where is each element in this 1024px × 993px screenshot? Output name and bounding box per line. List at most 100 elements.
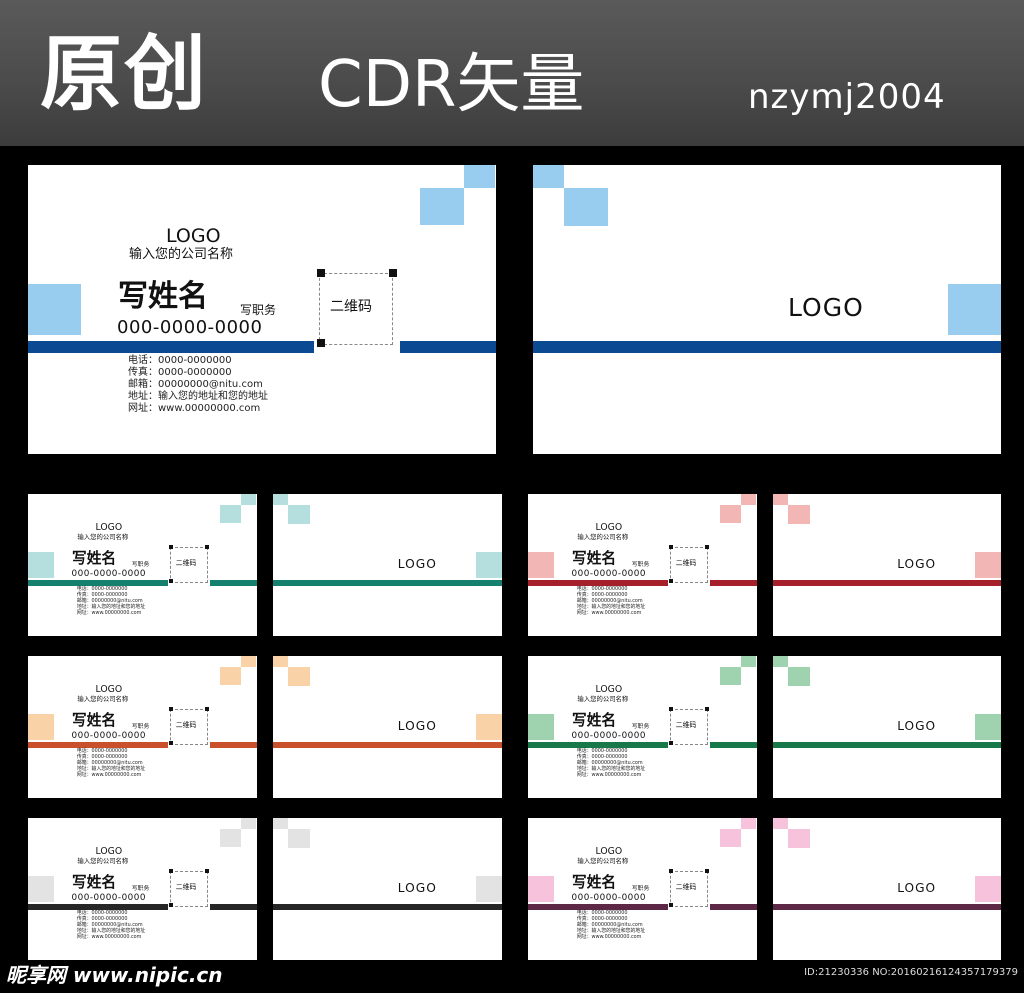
contact-line: 传真：0000-0000000 (76, 592, 128, 599)
qr-corner-marker (317, 269, 325, 277)
qr-label: 二维码 (175, 720, 197, 729)
qr-corner-marker (317, 339, 325, 347)
accent-bar (28, 580, 257, 587)
decor-square (719, 505, 742, 524)
decor-square (464, 165, 495, 188)
contact-line: 邮箱：00000000@nitu.com (76, 922, 143, 929)
company-name: 输入您的公司名称 (577, 534, 629, 542)
job-title: 写职务 (131, 885, 150, 892)
decor-square (528, 552, 554, 578)
qr-corner-marker (669, 707, 674, 712)
logo-text: LOGO (397, 556, 437, 571)
qr-corner-marker (169, 869, 174, 874)
decor-square (476, 552, 502, 578)
contact-line: 邮箱：00000000@nitu.com (128, 379, 263, 390)
qr-box (667, 545, 711, 587)
decor-square (773, 818, 789, 830)
qr-corner-marker (704, 545, 709, 550)
job-title: 写职务 (131, 561, 150, 568)
decor-square (975, 876, 1001, 902)
logo-text: LOGO (595, 684, 623, 696)
qr-box (167, 707, 211, 749)
decor-square (476, 714, 502, 740)
contact-line: 网址：www.00000000.com (576, 771, 642, 778)
logo-text: LOGO (95, 846, 123, 858)
company-name: 输入您的公司名称 (577, 858, 629, 866)
logo-text: LOGO (595, 522, 623, 534)
qr-corner-marker (389, 269, 397, 277)
qr-placeholder (319, 273, 393, 345)
decor-square (28, 552, 54, 578)
decor-square (288, 829, 310, 848)
contact-line: 邮箱：00000000@nitu.com (576, 760, 643, 767)
contact-line: 邮箱：00000000@nitu.com (76, 760, 143, 767)
qr-placeholder (670, 871, 708, 908)
accent-bar (273, 904, 502, 911)
decor-square (28, 876, 54, 902)
contact-line: 网址：www.00000000.com (576, 609, 642, 616)
qr-corner-marker (204, 545, 209, 550)
decor-square (219, 505, 242, 524)
qr-corner-marker (204, 707, 209, 712)
logo-text: LOGO (595, 846, 623, 858)
qr-corner-marker (669, 903, 674, 908)
qr-box (167, 869, 211, 911)
person-name: 写姓名 (72, 711, 117, 729)
qr-placeholder (170, 547, 208, 584)
decor-square (788, 667, 810, 686)
decor-square (773, 656, 789, 668)
qr-corner-marker (169, 579, 174, 584)
phone-number: 000-0000-0000 (117, 317, 263, 338)
decor-square (788, 505, 810, 524)
logo-text: LOGO (166, 225, 221, 247)
decor-square (273, 818, 289, 830)
logo-text: LOGO (897, 556, 937, 571)
job-title: 写职务 (631, 723, 650, 730)
decor-square (420, 188, 464, 225)
decor-square (788, 829, 810, 848)
qr-label: 二维码 (675, 720, 697, 729)
qr-corner-marker (169, 903, 174, 908)
qr-corner-marker (169, 545, 174, 550)
job-title: 写职务 (131, 723, 150, 730)
business-card-back: LOGO (273, 494, 502, 636)
logo-text: LOGO (897, 880, 937, 895)
watermark-logo: 昵享网 www.nipic.cn (6, 963, 223, 987)
decor-square (948, 284, 1001, 335)
decor-square (719, 829, 742, 848)
contact-line: 传真：0000-0000000 (76, 754, 128, 761)
contact-line: 传真：0000-0000000 (76, 916, 128, 923)
accent-bar (773, 580, 1001, 587)
decor-square (219, 667, 242, 686)
accent-bar (773, 742, 1001, 749)
contact-line: 网址：www.00000000.com (76, 933, 142, 940)
accent-bar (28, 341, 496, 353)
person-name: 写姓名 (72, 549, 117, 567)
phone-number: 000-0000-0000 (571, 892, 646, 903)
qr-box (314, 269, 400, 353)
company-name: 输入您的公司名称 (129, 247, 234, 262)
contact-line: 邮箱：00000000@nitu.com (576, 598, 643, 605)
decor-square (528, 714, 554, 740)
qr-label: 二维码 (330, 299, 372, 315)
decor-square (273, 494, 289, 506)
contact-line: 电话：0000-0000000 (76, 748, 128, 755)
company-name: 输入您的公司名称 (77, 696, 129, 704)
contact-line: 传真：0000-0000000 (128, 367, 232, 378)
decor-square (288, 505, 310, 524)
business-card-back: LOGO (273, 818, 502, 960)
company-name: 输入您的公司名称 (77, 858, 129, 866)
decor-square (975, 714, 1001, 740)
qr-box (167, 545, 211, 587)
contact-line: 网址：www.00000000.com (128, 403, 261, 414)
decor-square (273, 656, 289, 668)
decor-square (741, 818, 757, 830)
